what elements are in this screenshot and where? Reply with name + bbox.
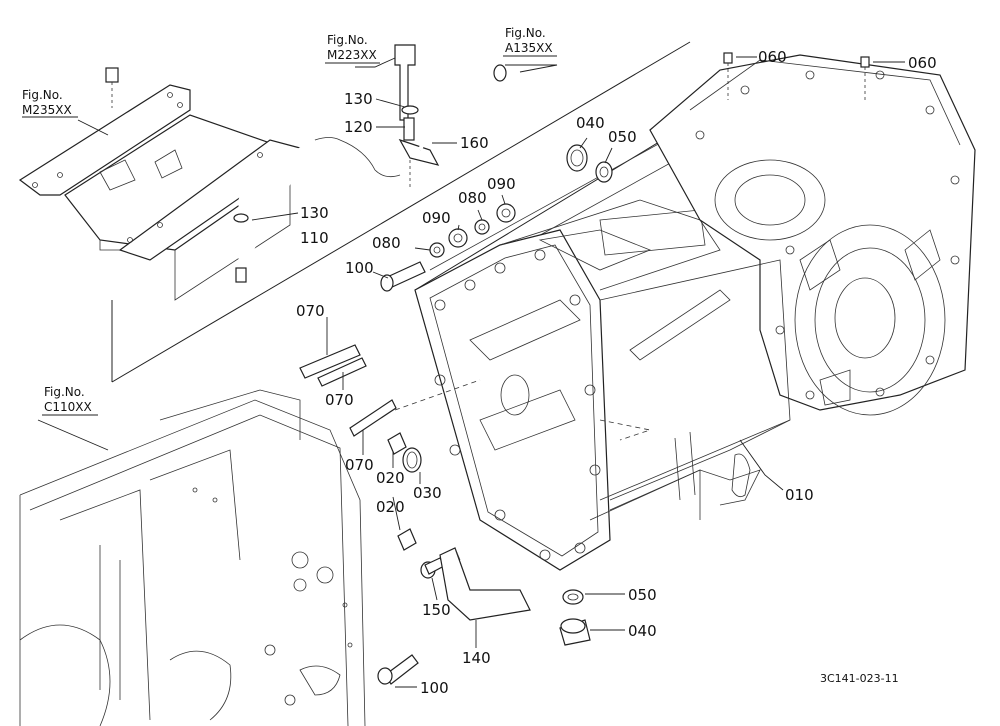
part-callout-050: 050 <box>628 586 657 604</box>
part-callout-110: 110 <box>300 229 329 247</box>
figure-reference-number: C110XX <box>44 400 92 414</box>
figure-reference-number: M223XX <box>327 48 377 62</box>
part-callout-040: 040 <box>628 622 657 640</box>
part-callout-020: 020 <box>376 498 405 516</box>
figure-reference-m223: Fig.No. M223XX <box>325 33 380 64</box>
front-housing-drawing <box>19 389 366 726</box>
part-callout-070: 070 <box>325 391 354 409</box>
step-bracket-drawing <box>18 67 302 301</box>
part-callout-060: 060 <box>908 54 937 72</box>
part-callout-050: 050 <box>608 128 637 146</box>
figure-reference-a135: Fig.No. A135XX <box>503 26 557 57</box>
part-callout-060: 060 <box>758 48 787 66</box>
figure-reference-number: A135XX <box>505 41 553 55</box>
figure-reference-label: Fig.No. <box>22 88 63 102</box>
part-callout-040: 040 <box>576 114 605 132</box>
part-callout-090: 090 <box>487 175 516 193</box>
part-callout-150: 150 <box>422 601 451 619</box>
breather-pipe-drawing <box>233 44 507 283</box>
figure-reference-label: Fig.No. <box>327 33 368 47</box>
leader-lines <box>37 56 905 688</box>
figure-reference-label: Fig.No. <box>505 26 546 40</box>
figure-reference-c110: Fig.No. C110XX <box>42 385 98 416</box>
part-callout-070: 070 <box>296 302 325 320</box>
part-callout-030: 030 <box>413 484 442 502</box>
part-callout-130: 130 <box>300 204 329 222</box>
drawing-code: 3C141-023-11 <box>820 672 899 685</box>
part-callout-080: 080 <box>372 234 401 252</box>
part-callout-020: 020 <box>376 469 405 487</box>
part-callout-010: 010 <box>785 486 814 504</box>
part-callout-140: 140 <box>462 649 491 667</box>
part-callout-130: 130 <box>344 90 373 108</box>
part-callout-090: 090 <box>422 209 451 227</box>
transmission-case-drawing <box>111 41 976 571</box>
part-callout-100: 100 <box>420 679 449 697</box>
part-callout-120: 120 <box>344 118 373 136</box>
figure-reference-label: Fig.No. <box>44 385 85 399</box>
part-callout-160: 160 <box>460 134 489 152</box>
part-callout-080: 080 <box>458 189 487 207</box>
part-callout-100: 100 <box>345 259 374 277</box>
figure-reference-m235: Fig.No. M235XX <box>22 88 78 118</box>
part-callout-070: 070 <box>345 456 374 474</box>
figure-reference-number: M235XX <box>22 103 72 117</box>
loose-parts-drawing <box>299 52 870 685</box>
